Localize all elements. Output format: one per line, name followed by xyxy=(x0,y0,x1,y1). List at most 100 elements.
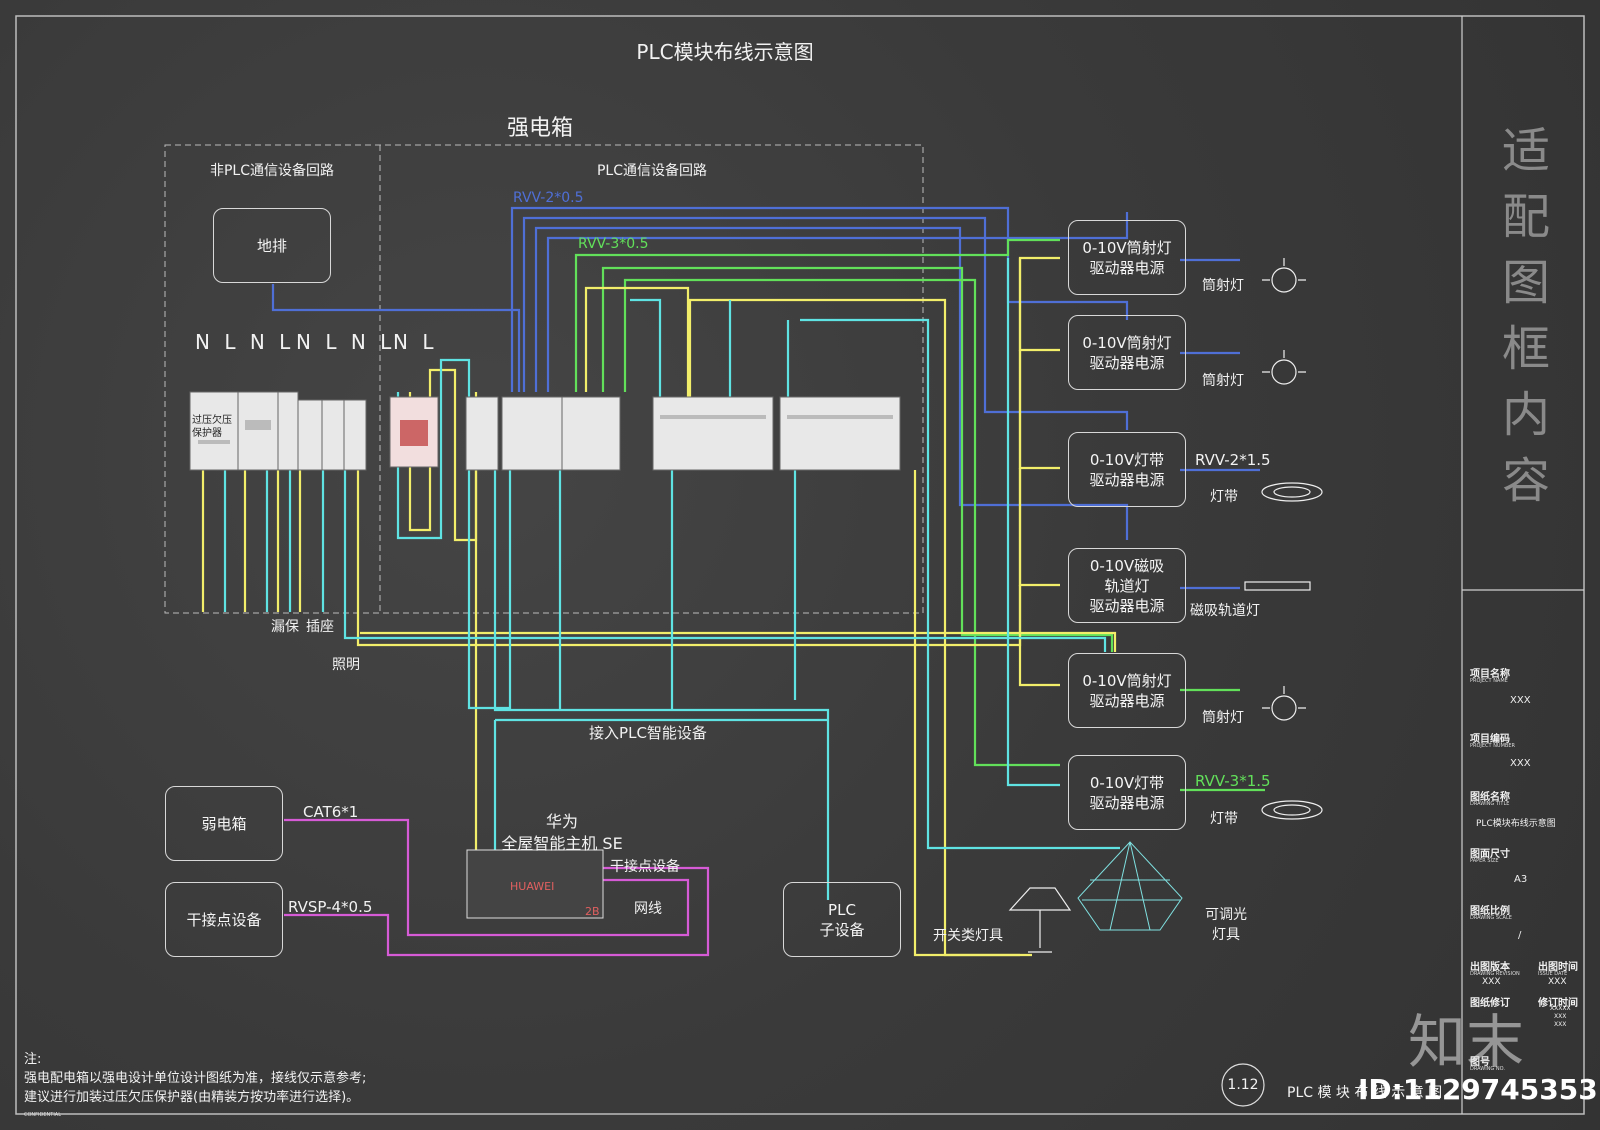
breaker-3 xyxy=(297,399,323,471)
tb-modify-date-label: 修订时间 xyxy=(1538,998,1578,1009)
tb-paper-size: A3 xyxy=(1514,874,1528,885)
protector-module xyxy=(189,391,239,471)
title-block-vertical-title: 适 配 图 框 内 容 xyxy=(1501,123,1550,509)
yellow-wire-12 xyxy=(1018,468,1060,587)
driver-box-3: 0-10V灯带驱动器电源 xyxy=(1068,432,1186,507)
zone-right-label: PLC通信设备回路 xyxy=(596,163,708,179)
track-light-icon xyxy=(1244,581,1311,591)
notes-head: 注: xyxy=(24,1052,42,1067)
lamp-label-6: 灯带 xyxy=(1210,811,1238,827)
cable-label-rvv2-15: RVV-2*1.5 xyxy=(1195,451,1271,469)
breaker-5 xyxy=(343,399,367,471)
cyan-wire-7 xyxy=(493,470,830,900)
ground-box-label: 地排 xyxy=(256,236,287,255)
output-plc-access: 接入PLC智能设备 xyxy=(589,724,707,742)
host-link-dry: 干接点设备 xyxy=(610,859,680,875)
sheet-number-circle xyxy=(1221,1063,1265,1107)
strong-box-boundary xyxy=(164,144,924,614)
lamp-label-1: 筒射灯 xyxy=(1202,278,1244,294)
breaker-2 xyxy=(277,391,299,471)
tb-modify-value-2: XXX xyxy=(1554,1013,1567,1020)
driver-box-6: 0-10V灯带驱动器电源 xyxy=(1068,755,1186,830)
cyan-wire-6 xyxy=(396,358,512,710)
lamp-label-2: 筒射灯 xyxy=(1202,373,1244,389)
driver-box-4: 0-10V磁吸轨道灯驱动器电源 xyxy=(1068,548,1186,623)
dimmable-label: 可调光 灯具 xyxy=(1205,907,1247,943)
cable-label-rvv3-05: RVV-3*0.5 xyxy=(578,236,649,252)
tb-drawing-no-label: 图号 xyxy=(1470,1057,1490,1068)
tb-drawing-title: PLC模块布线示意图 xyxy=(1476,819,1556,829)
dimming-module-1 xyxy=(501,396,563,471)
yellow-wire-10 xyxy=(1018,258,1060,352)
driver-box-1: 0-10V筒射灯驱动器电源 xyxy=(1068,220,1186,295)
tb-paper-size-label: 图面尺寸 xyxy=(1470,849,1510,860)
tb-drawing-no-en: DRAWING NO. xyxy=(1470,1066,1505,1072)
plc-power-module xyxy=(389,396,439,468)
blue-wire-4 xyxy=(546,212,1129,392)
tb-scale-label: 图纸比例 xyxy=(1470,906,1510,917)
breaker-1 xyxy=(237,391,279,471)
table-lamp-icon xyxy=(1008,887,1072,953)
cyan-wire-17 xyxy=(1006,258,1060,787)
lamp-label-5: 筒射灯 xyxy=(1202,710,1244,726)
terminal-labels-group2: N L N L xyxy=(296,330,396,354)
drawing-frame xyxy=(15,15,1585,1115)
yellow-wire-11 xyxy=(1018,350,1060,470)
tb-project-name-label: 项目名称 xyxy=(1470,669,1510,680)
magenta-wire-1 xyxy=(284,818,690,937)
sheet-name: PLC 模 块 布 线 示 意 图 xyxy=(1287,1085,1443,1101)
zone-left-label: 非PLC通信设备回路 xyxy=(209,163,335,179)
yellow-wire-14 xyxy=(913,470,1032,957)
driver-box-2: 0-10V筒射灯驱动器电源 xyxy=(1068,315,1186,390)
cyan-wire-13 xyxy=(630,298,662,412)
dry-contact-box: 干接点设备 xyxy=(165,882,283,957)
tb-project-name-en: PROJECT NAME xyxy=(1470,678,1508,684)
page-title: PLC模块布线示意图 xyxy=(636,40,814,64)
cable-label-rvv3-15: RVV-3*1.5 xyxy=(1195,772,1271,790)
huawei-host-box xyxy=(466,849,604,919)
switch-lamp-label: 开关类灯具 xyxy=(933,928,1003,944)
dimming-module-2 xyxy=(561,396,621,471)
weak-box: 弱电箱 xyxy=(165,786,283,861)
host-line1: 华为 xyxy=(545,812,579,831)
title-block-frame xyxy=(1461,16,1584,1114)
notes-line1: 强电配电箱以强电设计单位设计图纸为准，接线仅示意参考; xyxy=(24,1071,367,1086)
green-wire-1 xyxy=(574,238,1060,392)
tb-issue-en: ISSUE DATE xyxy=(1538,971,1568,977)
notes: 注: 强电配电箱以强电设计单位设计图纸为准，接线仅示意参考; 建议进行加装过压欠… xyxy=(24,1050,366,1107)
downlight-icons xyxy=(1262,258,1306,721)
breaker-4 xyxy=(321,399,345,471)
yellow-wire-6 xyxy=(408,368,478,542)
cyan-wire-16 xyxy=(800,318,1120,850)
output-leakage: 漏保 xyxy=(271,619,299,635)
cable-label-cat6: CAT6*1 xyxy=(303,803,359,821)
tb-scale-en: DRAWING SCALE xyxy=(1470,915,1512,921)
dimmer-controller xyxy=(652,396,774,471)
sheet-number: 1.12 xyxy=(1227,1077,1259,1093)
driver-box-5: 0-10V筒射灯驱动器电源 xyxy=(1068,653,1186,728)
tb-revision: XXX xyxy=(1482,977,1501,987)
tb-project-number-label: 项目编码 xyxy=(1470,734,1510,745)
tb-issue: XXX xyxy=(1548,977,1567,987)
tb-project-number: XXX xyxy=(1510,758,1531,769)
device-details xyxy=(198,415,893,446)
host-line2: 全屋智能主机 SE xyxy=(501,834,623,853)
yellow-wires xyxy=(201,256,1117,957)
yellow-wire-8 xyxy=(584,286,690,410)
notes-line2: 建议进行加装过压欠压保护器(由精装方按功率进行选择)。 xyxy=(24,1090,360,1105)
cable-label-rvsp: RVSP-4*0.5 xyxy=(288,898,373,916)
plc-breaker xyxy=(465,396,499,471)
tb-project-number-en: PROJECT NUMBER xyxy=(1470,743,1515,749)
confidential-mark: CONFIDENTIAL xyxy=(24,1112,62,1118)
green-wire-3 xyxy=(623,278,1060,767)
yellow-wire-13 xyxy=(1018,585,1060,687)
watermark-logo: 知末 xyxy=(1408,1008,1525,1076)
lamp-label-4: 磁吸轨道灯 xyxy=(1190,603,1260,619)
magenta-wire-2 xyxy=(284,866,710,957)
blue-wire-3 xyxy=(534,226,1129,540)
tb-revision-label: 出图版本 xyxy=(1470,962,1510,973)
tb-revision-en: DRAWING REVISION xyxy=(1470,971,1520,977)
cable-label-rvv2-05: RVV-2*0.5 xyxy=(513,190,584,206)
